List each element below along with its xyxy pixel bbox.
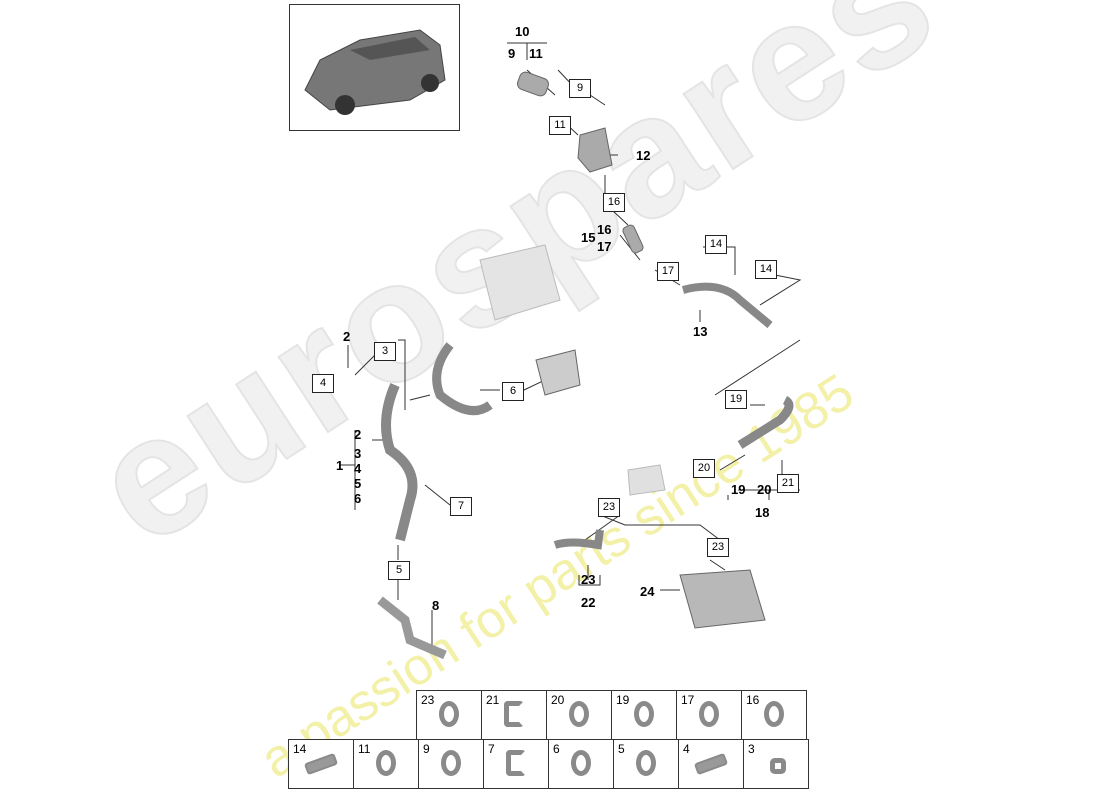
legend-cell-3[interactable]: 3 [743,739,809,789]
legend-cell-4[interactable]: 4 [678,739,744,789]
callout-box-14a[interactable]: 14 [705,235,727,254]
callout-box-23a[interactable]: 23 [598,498,620,517]
callout-12: 12 [636,148,651,163]
legend-cell-20[interactable]: 20 [546,690,612,740]
callout-18: 18 [755,505,770,520]
hose-clamp-icon [634,701,654,727]
hose-clamp-icon [636,750,656,776]
callout-2: 2 [343,329,351,344]
legend-cell-16[interactable]: 16 [741,690,807,740]
vehicle-thumbnail [289,4,460,131]
parts-legend-row2: 14 11 9 7 6 5 4 3 [288,739,809,789]
legend-cell-14[interactable]: 14 [288,739,354,789]
parts-legend: 23 21 20 19 17 16 [416,690,807,740]
callout-23: 23 [581,572,596,587]
callout-box-9[interactable]: 9 [569,79,591,98]
nut-icon [770,758,786,774]
legend-cell-7[interactable]: 7 [483,739,549,789]
hose-clip-icon [506,750,526,776]
callout-box-20[interactable]: 20 [693,459,715,478]
component-shapes [377,71,794,660]
callout-8: 8 [432,598,440,613]
hose-clamp-icon [441,750,461,776]
callout-1-sub-3: 3 [354,446,362,461]
callout-box-6[interactable]: 6 [502,382,524,401]
callout-box-7[interactable]: 7 [450,497,472,516]
callout-9: 9 [508,46,516,61]
hose-clamp-icon [699,701,719,727]
callout-box-3[interactable]: 3 [374,342,396,361]
callout-1: 1 [336,458,344,473]
legend-cell-9[interactable]: 9 [418,739,484,789]
callout-17: 17 [597,239,612,254]
hose-clamp-icon [569,701,589,727]
callout-1-sub-2: 2 [354,427,362,442]
car-icon [304,29,446,115]
legend-cell-6[interactable]: 6 [548,739,614,789]
legend-cell-19[interactable]: 19 [611,690,677,740]
callout-24: 24 [640,584,655,599]
callout-box-19[interactable]: 19 [725,390,747,409]
callout-box-4[interactable]: 4 [312,374,334,393]
callout-box-11[interactable]: 11 [549,116,571,135]
callout-1-sub-4: 4 [354,461,362,476]
hose-clip-icon [504,701,524,727]
callout-15: 15 [581,230,596,245]
callout-13: 13 [693,324,708,339]
callout-box-21[interactable]: 21 [777,474,799,493]
callout-box-16[interactable]: 16 [603,193,625,212]
legend-cell-23[interactable]: 23 [416,690,482,740]
hose-clamp-icon [571,750,591,776]
legend-cell-21[interactable]: 21 [481,690,547,740]
legend-cell-17[interactable]: 17 [676,690,742,740]
callout-box-23b[interactable]: 23 [707,538,729,557]
callout-11: 11 [529,46,543,61]
legend-cell-11[interactable]: 11 [353,739,419,789]
callout-box-17[interactable]: 17 [657,262,679,281]
bolt-icon [303,752,339,776]
hose-clamp-icon [764,701,784,727]
callout-19: 19 [731,482,746,497]
callout-16: 16 [597,222,612,237]
callout-22: 22 [581,595,596,610]
callout-box-5[interactable]: 5 [388,561,410,580]
callout-10: 10 [515,24,530,39]
callout-box-14b[interactable]: 14 [755,260,777,279]
bolt-icon [693,752,729,776]
leader-lines [340,42,802,650]
callout-1-sub-6: 6 [354,491,362,506]
callout-1-sub-5: 5 [354,476,362,491]
hose-clamp-icon [376,750,396,776]
legend-cell-5[interactable]: 5 [613,739,679,789]
hose-clamp-icon [439,701,459,727]
callout-20: 20 [757,482,772,497]
